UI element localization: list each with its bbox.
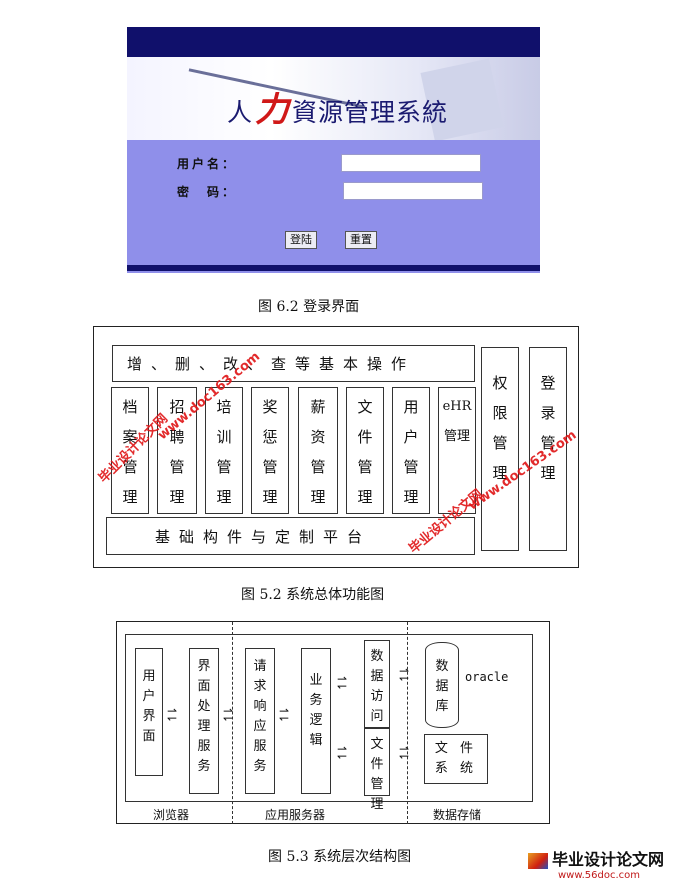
module-training: 培训管理 — [205, 387, 243, 514]
file-system-box: 文 件系 统 — [424, 734, 488, 784]
module-reward: 奖惩管理 — [251, 387, 289, 514]
zone-browser: 浏览器 — [153, 808, 190, 822]
module-permission: 权限管理 — [481, 347, 519, 551]
username-input[interactable] — [341, 154, 481, 172]
password-input[interactable] — [343, 182, 483, 200]
arrow-pair-1: ⇀↽ — [167, 704, 177, 725]
arrow-pair-7: ⇀↽ — [399, 742, 409, 763]
module-ehr: eHR管理 — [438, 387, 476, 514]
function-diagram: 增、删、改、查等基本操作 档案管理 招聘管理 培训管理 奖惩管理 薪资管理 文件… — [93, 326, 579, 568]
login-screenshot: 人力資源管理系統 用户名： 密 码： 登陆 重置 — [127, 27, 540, 273]
login-top-bar — [127, 27, 540, 57]
system-title: 人力資源管理系統 — [227, 90, 449, 130]
module-salary: 薪资管理 — [298, 387, 338, 514]
arrow-pair-2: ⇀↽ — [223, 704, 233, 725]
request-service-box: 请求响应服务 — [245, 648, 275, 794]
data-access-box: 数据访问 — [364, 640, 390, 728]
caption-login: 图 6.2 登录界面 — [258, 299, 360, 315]
business-logic-box: 业务逻辑 — [301, 648, 331, 794]
caption-layer: 图 5.3 系统层次结构图 — [268, 849, 412, 865]
login-button[interactable]: 登陆 — [285, 231, 317, 249]
reset-button[interactable]: 重置 — [345, 231, 377, 249]
divider-browser-app — [232, 622, 233, 824]
login-banner: 人力資源管理系統 — [127, 57, 540, 140]
database-cylinder: 数据库 — [425, 642, 459, 728]
caption-function: 图 5.2 系统总体功能图 — [241, 587, 385, 603]
divider-app-storage — [407, 622, 408, 824]
arrow-pair-4: ⇀↽ — [337, 672, 347, 693]
module-recruit: 招聘管理 — [157, 387, 197, 514]
username-label: 用户名： — [177, 157, 238, 171]
file-management-box: 文件管理 — [364, 728, 390, 812]
basic-operations-box: 增、删、改、查等基本操作 — [112, 345, 475, 382]
module-login: 登录管理 — [529, 347, 567, 551]
base-platform-box: 基础构件与定制平台 — [106, 517, 475, 555]
ui-service-box: 界面处理服务 — [189, 648, 219, 794]
login-bottom-bar — [127, 265, 540, 271]
module-file: 文件管理 — [346, 387, 384, 514]
oracle-label: oracle — [465, 670, 509, 684]
arrow-pair-5: ⇀↽ — [337, 742, 347, 763]
layer-inner-frame — [125, 634, 533, 802]
logo-icon — [528, 852, 548, 869]
module-user: 用户管理 — [392, 387, 430, 514]
zone-app-server: 应用服务器 — [265, 808, 326, 822]
module-archive: 档案管理 — [111, 387, 149, 514]
layer-diagram: 用户界面 ⇀↽ 界面处理服务 ⇀↽ 请求响应服务 ⇀↽ 业务逻辑 ⇀↽ ⇀↽ 数… — [116, 621, 550, 824]
arrow-pair-6: ⇀↽ — [399, 664, 409, 685]
password-label: 密 码： — [177, 185, 238, 199]
arrow-pair-3: ⇀↽ — [279, 704, 289, 725]
zone-data-storage: 数据存储 — [433, 808, 482, 822]
user-interface-box: 用户界面 — [135, 648, 163, 776]
